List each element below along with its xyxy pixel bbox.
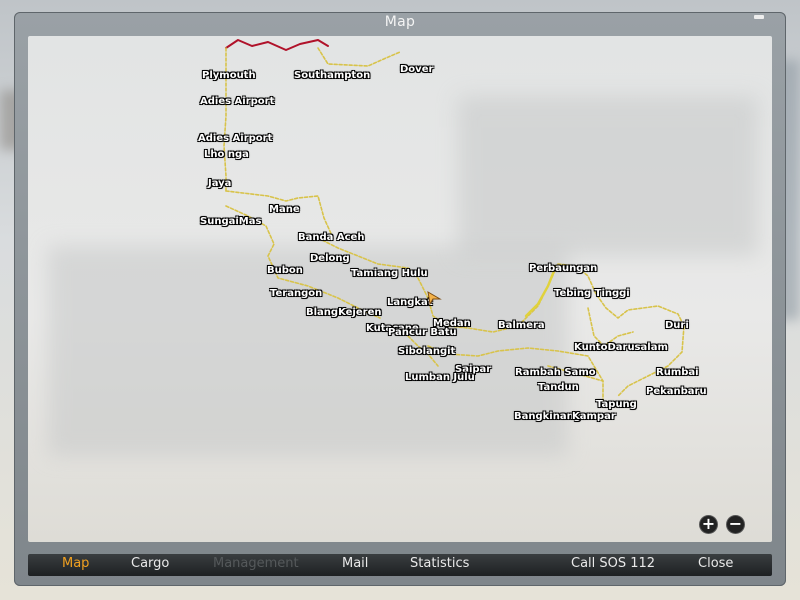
- background-bus-ghost: [48, 246, 568, 456]
- place-label[interactable]: Kutacane: [366, 323, 419, 334]
- place-label[interactable]: Pekanbaru: [646, 386, 707, 397]
- place-label[interactable]: Plymouth: [202, 70, 256, 81]
- place-label[interactable]: Medan: [433, 318, 471, 329]
- place-label[interactable]: Perbaungan: [529, 263, 598, 274]
- map-view[interactable]: Plymouth Southampton Dover Adies Airport…: [28, 36, 772, 542]
- place-label[interactable]: Tamiang Hulu: [351, 268, 428, 279]
- tab-statistics[interactable]: Statistics: [410, 556, 470, 571]
- place-label[interactable]: Bubon: [267, 265, 303, 276]
- road: [407, 335, 439, 367]
- tab-cargo[interactable]: Cargo: [131, 556, 170, 571]
- road: [223, 47, 227, 192]
- road: [557, 263, 685, 397]
- menu-bar: Map Cargo Management Mail Statistics Cal…: [28, 554, 772, 576]
- background-building-ghost: [458, 96, 758, 256]
- place-label[interactable]: Adies Airport: [200, 96, 275, 107]
- place-label[interactable]: Duri: [665, 320, 689, 331]
- place-label[interactable]: BlangKejeren: [306, 307, 382, 318]
- place-label[interactable]: Adies Airport: [198, 133, 273, 144]
- call-sos-button[interactable]: Call SOS 112: [571, 556, 656, 571]
- place-label[interactable]: Kampar: [572, 411, 616, 422]
- place-label[interactable]: KuntoDarusalam: [574, 342, 668, 353]
- place-label[interactable]: Jaya: [208, 178, 232, 189]
- place-label[interactable]: Balmera: [498, 320, 545, 331]
- place-label[interactable]: Tandun: [538, 382, 579, 393]
- place-label[interactable]: Langkat: [387, 297, 433, 308]
- road-network: [223, 39, 685, 409]
- zoom-in-button[interactable]: +: [700, 514, 717, 533]
- place-label[interactable]: Delong: [310, 253, 350, 264]
- place-label[interactable]: Saipar: [455, 364, 492, 375]
- place-label[interactable]: Rumbai: [656, 367, 699, 378]
- road: [317, 47, 401, 67]
- place-label[interactable]: Rambah Samo: [515, 367, 596, 378]
- place-label[interactable]: Lho nga: [204, 149, 249, 160]
- map-window: Map Ply: [14, 12, 786, 586]
- place-label[interactable]: Bangkinang: [514, 411, 581, 422]
- close-button[interactable]: Close: [698, 556, 734, 571]
- road: [427, 345, 604, 409]
- border-road: [225, 39, 329, 51]
- road: [547, 365, 604, 382]
- place-label[interactable]: Tapung: [596, 399, 637, 410]
- place-label[interactable]: SungaiMas: [200, 216, 262, 227]
- zoom-out-button[interactable]: −: [727, 514, 744, 533]
- place-label[interactable]: Southampton: [294, 70, 371, 81]
- place-label[interactable]: Dover: [400, 64, 434, 75]
- road: [587, 307, 634, 347]
- place-label[interactable]: Banda Aceh: [298, 232, 365, 243]
- place-label[interactable]: Terangon: [270, 288, 323, 299]
- place-label[interactable]: Pancur Batu: [388, 327, 457, 338]
- minimize-button[interactable]: [754, 15, 764, 19]
- place-label[interactable]: Lumban Julu: [405, 372, 475, 383]
- place-label[interactable]: Sibolangit: [398, 346, 456, 357]
- window-title: Map: [384, 14, 416, 30]
- place-label[interactable]: Tebing Tinggi: [554, 288, 630, 299]
- tab-map[interactable]: Map: [62, 556, 90, 571]
- player-cursor-icon: [427, 291, 442, 306]
- road: [225, 205, 381, 319]
- road: [225, 190, 334, 239]
- road: [317, 237, 559, 333]
- place-label[interactable]: Mane: [269, 204, 300, 215]
- tab-management: Management: [213, 556, 299, 571]
- tab-mail[interactable]: Mail: [342, 556, 369, 571]
